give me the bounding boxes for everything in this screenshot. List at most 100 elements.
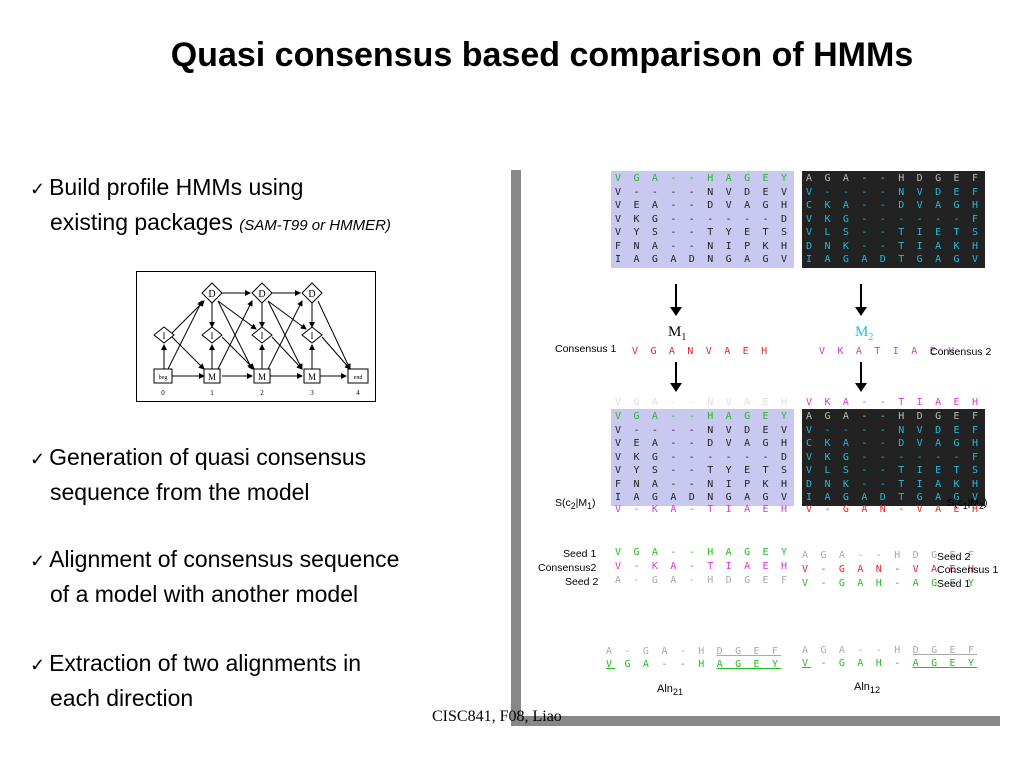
bullet-text: of a model with another model <box>50 581 359 607</box>
bullet-text: Build profile HMMs using <box>49 174 304 200</box>
seed2-label: Seed 2 <box>565 576 599 588</box>
alignment-row: V L S - - T I E T S <box>806 227 982 238</box>
alignment-row: V G A - - H A G E Y <box>615 411 791 422</box>
svg-text:M: M <box>258 372 266 382</box>
alignment-row: F N A - - N I P K H <box>615 240 791 252</box>
seed2-row: A - G A - H D G E F <box>615 575 791 586</box>
match-states: beg M M M end <box>153 368 369 384</box>
check-icon: ✓ <box>30 655 46 675</box>
alignment-row: V G A - - H A G E Y <box>615 173 791 184</box>
bullet-text: Alignment of consensus sequence <box>49 546 400 572</box>
check-icon: ✓ <box>30 551 46 571</box>
alignment-row: V K G - - - - - - F <box>806 213 982 225</box>
seed1-row: V G A - - H A G E Y <box>615 547 791 558</box>
consensus2-label: Consensus 2 <box>930 346 992 358</box>
svg-text:I: I <box>311 331 314 341</box>
svg-text:D: D <box>208 289 215 300</box>
alignment-row: V E A - - D V A G H <box>615 200 791 211</box>
consensus1-aligned-row: V - G A N - V A E H <box>806 504 982 515</box>
bullet-text: Generation of quasi consensus <box>49 444 367 470</box>
svg-text:beg: beg <box>159 375 168 381</box>
alignment-row: V - - - - N V D E F <box>806 424 982 436</box>
alignment-row: D N K - - T I A K H <box>806 240 982 252</box>
svg-text:I: I <box>261 331 264 341</box>
alignment-row: I A G A D T G A G V <box>806 254 982 265</box>
alignment-row: V - - - - N V D E V <box>615 186 791 198</box>
state-indices: 0 1 2 3 4 <box>161 389 360 397</box>
frame-bottom-bar <box>511 716 1000 726</box>
alignment-row: V L S - - T I E T S <box>806 465 982 476</box>
seed2-label-right: Seed 2 <box>937 551 971 563</box>
score-label-right: S(c1|M2) <box>947 497 988 512</box>
slide-title: Quasi consensus based comparison of HMMs <box>170 36 914 74</box>
svg-text:I: I <box>211 331 214 341</box>
arrow-down-icon <box>855 284 867 316</box>
consensus1-row-right: V - G A N - V A E H <box>802 564 978 575</box>
check-icon: ✓ <box>30 449 46 469</box>
aln12-label: Aln12 <box>854 681 881 696</box>
slide-footer: CISC841, F08, Liao <box>432 708 562 725</box>
aln12-row1: A G A - - H D G E F <box>802 645 978 656</box>
aln12-row2: V - G A H - A G E Y <box>802 658 978 669</box>
alignment-row: D N K - - T I A K H <box>806 478 982 490</box>
alignment-row: I A G A D N G A G V <box>615 254 791 265</box>
bullet-text: each direction <box>50 685 194 711</box>
frame-left-bar <box>511 170 521 724</box>
alignment-row: V K G - - - - - - D <box>615 213 791 225</box>
delete-states: D D D <box>201 282 323 304</box>
bullet-build-hmms: ✓Build profile HMMs using existing packa… <box>30 171 391 242</box>
consensus2-row: V - K A - T I A E H <box>615 561 791 572</box>
bullet-text: existing packages <box>50 209 233 235</box>
svg-text:0: 0 <box>161 389 165 397</box>
profile-hmm-diagram: D D D I I I I beg M M M end 0 1 2 3 4 <box>136 271 376 402</box>
svg-text:D: D <box>258 289 265 300</box>
arrow-down-icon <box>670 362 682 392</box>
svg-text:D: D <box>308 289 315 300</box>
score-label-left: S(c2|M1) <box>555 497 596 512</box>
model1-alignment-with-consensus: V G A - - H A G E Y V - - - - N V D E V V … <box>611 409 795 506</box>
alignment-row: V Y S - - T Y E T S <box>615 465 791 476</box>
alignment-row: V K G - - - - - - F <box>806 451 982 463</box>
alignment-row: F N A - - N I P K H <box>615 478 791 490</box>
model1-alignment: V G A - - H A G E Y V - - - - N V D E V V … <box>611 171 795 268</box>
aln21-row1: A - G A - H D G E F <box>606 646 782 657</box>
alignment-row: V E A - - D V A G H <box>615 438 791 449</box>
arrow-down-icon <box>855 362 867 392</box>
consensus1-label-right: Consensus 1 <box>937 564 999 576</box>
bullet-text: Extraction of two alignments in <box>49 650 362 676</box>
consensus1-sequence: V G A N V A E H <box>632 346 771 357</box>
alignment-row: C K A - - D V A G H <box>806 438 982 449</box>
consensus-row-faded: V G A - - N V A E H <box>615 397 791 408</box>
seed2-row-right: A G A - - H D G E F <box>802 550 978 561</box>
svg-text:end: end <box>354 375 363 381</box>
svg-text:1: 1 <box>210 389 214 397</box>
alignment-row: V - - - - N V D E F <box>806 186 982 198</box>
consensus2-sequence: V K A T I A E H <box>819 346 958 357</box>
bullet-alignment: ✓Alignment of consensus sequence of a mo… <box>30 543 399 611</box>
alignment-row: I A G A D N G A G V <box>615 492 791 503</box>
alignment-row: I A G A D T G A G V <box>806 492 982 503</box>
model1-name: M1 <box>668 324 687 343</box>
bullet-note: (SAM-T99 or HMMER) <box>239 217 391 234</box>
bullet-generation: ✓Generation of quasi consensus sequence … <box>30 441 366 509</box>
bullet-extraction: ✓Extraction of two alignments in each di… <box>30 647 361 715</box>
consensus2-aligned-row: V - K A - T I A E H <box>615 504 791 515</box>
arrow-down-icon <box>670 284 682 316</box>
svg-text:I: I <box>163 331 166 341</box>
model2-name: M2 <box>855 324 874 343</box>
alignment-row: A G A - - H D G E F <box>806 411 982 422</box>
check-icon: ✓ <box>30 179 46 199</box>
svg-text:2: 2 <box>260 389 264 397</box>
consensus1-label: Consensus 1 <box>555 343 617 355</box>
alignment-row: V - - - - N V D E V <box>615 424 791 436</box>
alignment-row: V Y S - - T Y E T S <box>615 227 791 238</box>
svg-text:M: M <box>208 372 216 382</box>
consensus2-label-small: Consensus2 <box>538 562 597 574</box>
aln21-label: Aln21 <box>657 683 684 698</box>
alignment-row: V K G - - - - - - D <box>615 451 791 463</box>
bullet-text: sequence from the model <box>50 479 310 505</box>
model2-alignment-with-consensus: A G A - - H D G E F V - - - - N V D E F C … <box>802 409 986 506</box>
seed1-label: Seed 1 <box>563 548 597 560</box>
consensus-row-top: V K A - - T I A E H <box>806 397 982 408</box>
